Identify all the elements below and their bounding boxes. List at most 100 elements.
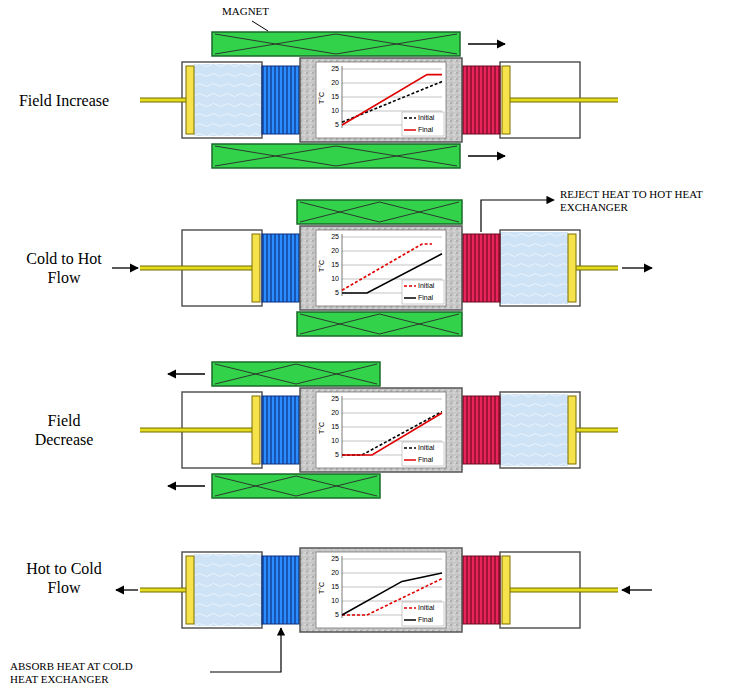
tick-label: 25 [317,555,339,563]
grid-line [342,265,442,266]
initial-curve [342,412,442,455]
piston-rod [576,429,618,432]
tick-label: 5 [317,289,339,297]
magnet-cross [336,146,457,166]
piston-rod-edge [576,266,618,271]
stage-label: Cold to Hot Flow [18,249,110,287]
grid-line [342,237,442,238]
flow-arrow [622,267,652,268]
hot-fluid [500,394,568,466]
cold-fluid [194,64,262,136]
stage-label: Field Increase [18,91,110,110]
final-curve [342,75,442,125]
piston-plate [568,234,576,302]
magnet-cross [215,476,296,496]
final-curve [342,413,442,455]
piston-plate [252,396,260,464]
tick-label: 20 [317,569,339,577]
flow-arrow [468,43,505,44]
magnet-cross [215,146,336,166]
chart-axis [342,66,343,128]
magnet-bar [297,312,462,336]
legend-sample [404,129,416,131]
flow-arrow [622,589,652,590]
magnet-cross [380,314,460,334]
piston-rod [140,589,186,592]
grid-line [342,399,442,400]
magnet-cross [380,202,460,222]
magnet-cross [336,34,457,54]
magnet-body [212,474,380,498]
piston-rod-edge [140,428,252,433]
legend-text: Initial [417,113,435,123]
hot-heat-exchanger [462,66,500,134]
magnet-cross [296,476,377,496]
cold-heat-exchanger [262,556,300,624]
chart-ground [316,230,446,306]
axis-title: T°C [318,260,326,272]
final-curve [342,573,442,615]
tick-label: 5 [317,121,339,129]
legend-text: Final [417,293,434,303]
part-label: MAGNET [222,5,269,17]
flow-arrow [112,267,138,268]
grid-line [342,601,442,602]
piston-rod [140,99,186,102]
hot-heat-exchanger [462,396,500,464]
leader-line [252,21,268,31]
tick-label: 25 [317,65,339,73]
legend-text: Initial [417,603,435,613]
tick-label: 5 [317,611,339,619]
grid-line [342,83,442,84]
legend-text: Initial [417,281,435,291]
magnet-cross [215,146,336,166]
axis-title: T°C [318,582,326,594]
left-cylinder [182,62,262,138]
legend-sample [404,447,416,449]
magnet-body [212,362,380,386]
grid-line [342,559,442,560]
tick-label: 10 [317,107,339,115]
magnet-cross [380,314,460,334]
flow-arrow [168,373,205,374]
regenerator-bed [300,388,462,472]
grid-line [342,251,442,252]
heat-note: ABSORB HEAT AT COLD HEAT EXCHANGER [10,660,160,686]
legend-text: Initial [417,443,435,453]
magnet-bar [212,32,460,56]
tick-label: 10 [317,275,339,283]
cold-heat-exchanger [262,234,300,302]
magnet-cross [296,476,377,496]
magnet-body [297,200,462,224]
piston-rod [140,429,252,432]
piston-rod-edge [140,588,186,593]
magnet-cross [336,34,457,54]
magnet-body [212,32,460,56]
magnet-bar [297,200,462,224]
magnet-cross [215,34,336,54]
tick-label: 5 [317,451,339,459]
leader-arrow [481,200,554,232]
tick-label: 10 [317,437,339,445]
regenerator-bed [300,226,462,310]
magnet-cross [300,314,380,334]
chart-ground [316,392,446,468]
legend-box [402,602,444,626]
cold-heat-exchanger [262,396,300,464]
hot-heat-exchanger [462,234,500,302]
flow-arrow [168,485,205,486]
legend-sample [404,117,416,119]
legend-sample [404,297,416,299]
piston-rod [510,99,618,102]
tick-label: 20 [317,247,339,255]
chart-ground [316,552,446,628]
leader-arrow [210,628,281,672]
tick-label: 25 [317,233,339,241]
left-cylinder [182,552,262,628]
magnet-cross [300,314,380,334]
legend-sample [404,459,416,461]
piston-rod [510,589,618,592]
magnet-body [212,144,460,168]
legend-text: Final [417,615,434,625]
